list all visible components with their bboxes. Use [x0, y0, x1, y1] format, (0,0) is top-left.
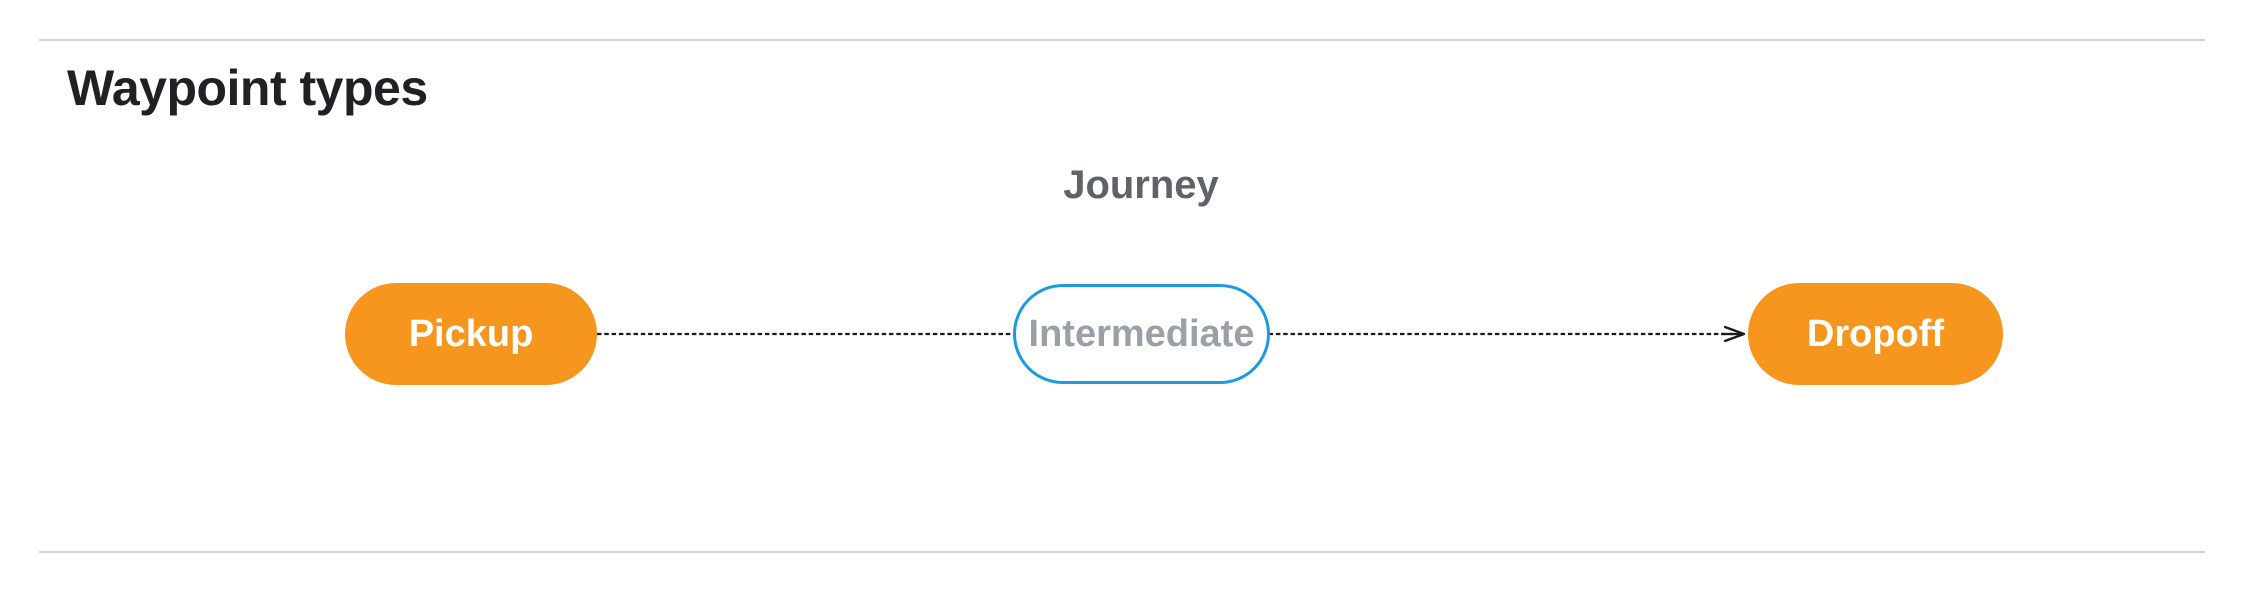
node-pickup: Pickup: [345, 283, 597, 385]
section-heading: Waypoint types: [67, 60, 428, 116]
node-dropoff: Dropoff: [1748, 283, 2003, 385]
top-divider: [39, 39, 2205, 41]
bottom-divider: [39, 551, 2205, 553]
node-pickup-label: Pickup: [408, 312, 534, 355]
diagram-cluster-title: Journey: [1063, 163, 1219, 207]
arrowhead-icon: [1720, 325, 1746, 343]
node-intermediate-label: Intermediate: [1028, 312, 1255, 355]
node-dropoff-label: Dropoff: [1806, 312, 1945, 355]
node-intermediate: Intermediate: [1013, 284, 1270, 384]
